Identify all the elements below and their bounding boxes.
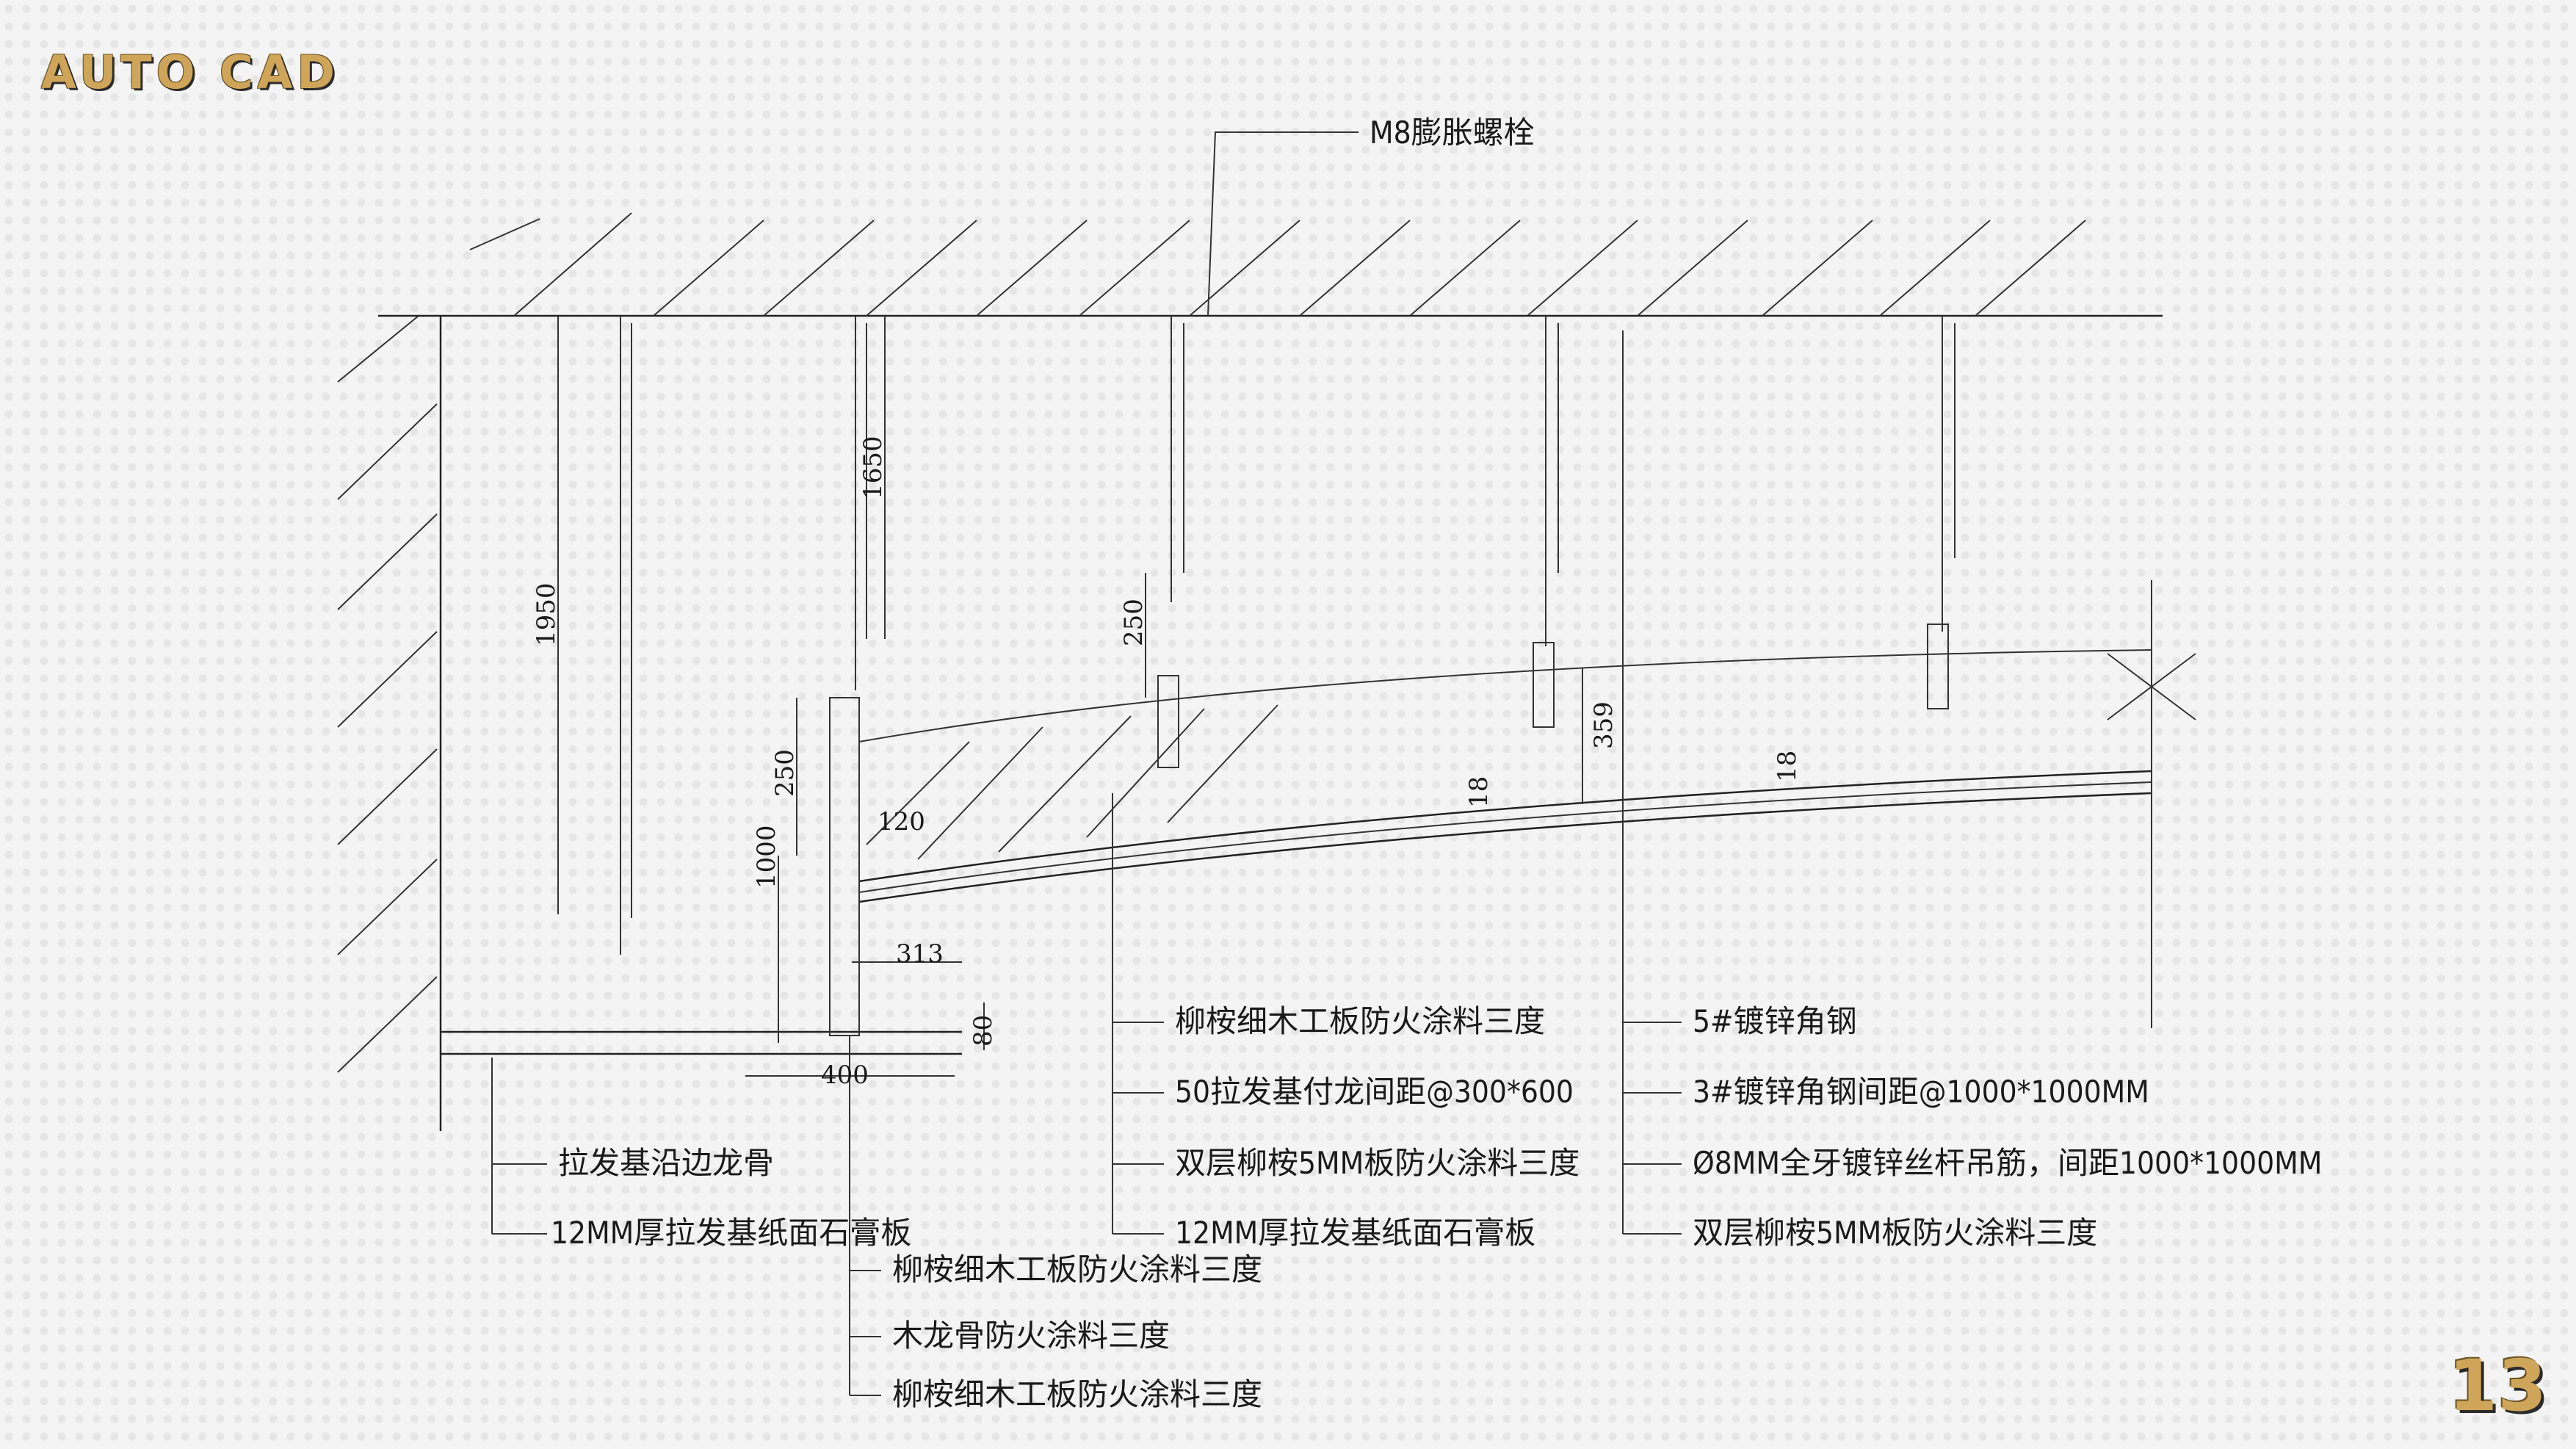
label-center-2: 木龙骨防火涂料三度 (892, 1318, 1170, 1354)
label-right-2: 3#镀锌角钢间距@1000*1000MM (1693, 1074, 2149, 1110)
label-mid-3: 双层柳桉5MM板防火涂料三度 (1175, 1145, 1580, 1181)
wood-box (829, 697, 860, 1036)
dim-80: 80 (969, 1015, 998, 1047)
dim-250-lower: 250 (770, 749, 800, 797)
label-mid-2: 50拉发基付龙间距@300*600 (1175, 1074, 1574, 1110)
dim-250-upper: 250 (1119, 599, 1148, 646)
label-mid-4: 12MM厚拉发基纸面石膏板 (1175, 1215, 1535, 1251)
label-gypsum-board-left: 12MM厚拉发基纸面石膏板 (551, 1215, 911, 1251)
dim-1650: 1650 (858, 436, 888, 499)
label-edge-keel: 拉发基沿边龙骨 (558, 1145, 774, 1181)
leader-lines (491, 131, 1682, 1396)
curved-board-bottom (858, 792, 2152, 903)
label-right-3: Ø8MM全牙镀锌丝杆吊筋，间距1000*1000MM (1693, 1145, 2322, 1181)
page-number: 13 (2448, 1345, 2547, 1427)
dim-120: 120 (878, 807, 925, 836)
slab-hatching (469, 212, 2086, 317)
label-mid-1: 柳桉细木工板防火涂料三度 (1175, 1003, 1545, 1039)
label-right-1: 5#镀锌角钢 (1693, 1003, 1857, 1039)
dim-1950: 1950 (532, 582, 561, 646)
label-center-1: 柳桉细木工板防火涂料三度 (892, 1251, 1262, 1287)
dim-313: 313 (896, 939, 944, 969)
wall-hatching (337, 315, 438, 1073)
dim-18-b: 18 (1773, 751, 1802, 782)
label-center-3: 柳桉细木工板防火涂料三度 (892, 1376, 1262, 1412)
hanger-rods (620, 316, 1955, 955)
curved-board-mid (858, 781, 2152, 893)
curved-upper-line (858, 649, 2152, 742)
dimension-lines (557, 316, 1583, 1077)
dim-18-a: 18 (1464, 776, 1494, 808)
hanger-clips (1157, 624, 1949, 768)
dim-1000: 1000 (752, 825, 781, 889)
dim-400: 400 (821, 1060, 869, 1090)
curved-hatching (866, 704, 1278, 860)
label-right-4: 双层柳桉5MM板防火涂料三度 (1693, 1215, 2097, 1251)
label-m8-anchor-bolt: M8膨胀螺栓 (1370, 115, 1535, 151)
curved-board-top (858, 770, 2152, 883)
brand-logo: AUTO CAD (41, 46, 339, 99)
dim-359: 359 (1589, 701, 1618, 749)
